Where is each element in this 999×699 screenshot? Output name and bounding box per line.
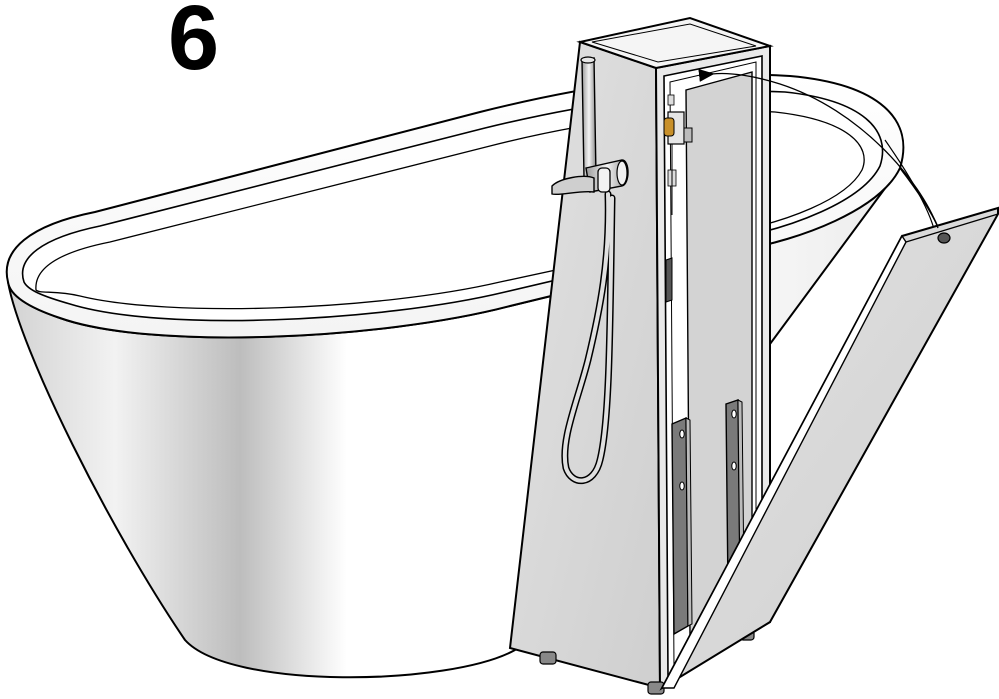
insert-panel-arrow [698, 68, 939, 229]
freestanding-bathtub [5, 73, 943, 679]
step-number: 6 [168, 0, 220, 89]
removable-front-panel [659, 206, 999, 691]
column-top [576, 16, 774, 70]
hand-shower-with-hose [561, 56, 616, 485]
valve-assembly [663, 94, 693, 215]
bath-spout [551, 159, 629, 196]
panel-screw-hole [937, 232, 951, 244]
mounting-bracket-right [725, 399, 745, 592]
faucet-column-enclosure [508, 16, 774, 695]
mounting-bracket-left [671, 416, 693, 636]
